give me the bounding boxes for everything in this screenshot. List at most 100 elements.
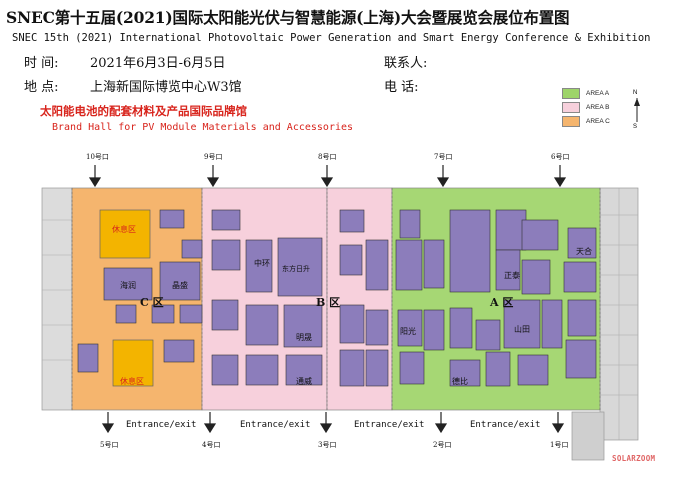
booth-name: 阳光 xyxy=(400,327,416,336)
booth[interactable] xyxy=(277,237,323,297)
venue-label: 地 点: xyxy=(24,80,59,95)
booth[interactable] xyxy=(115,304,137,324)
legend-swatch-b xyxy=(562,101,580,113)
booth[interactable] xyxy=(521,219,559,251)
booth[interactable] xyxy=(449,209,491,293)
page-subtitle: SNEC 15th (2021) International Photovolt… xyxy=(12,32,651,44)
booth[interactable] xyxy=(163,339,195,363)
hall-title-en: Brand Hall for PV Module Materials and A… xyxy=(52,122,354,133)
booth[interactable] xyxy=(495,249,521,291)
booth[interactable] xyxy=(285,354,323,386)
booth[interactable] xyxy=(495,209,527,251)
gate-label-bottom: 3号口 xyxy=(318,441,337,449)
gate-label-top: 9号口 xyxy=(204,153,223,161)
booth-name: 东方日升 xyxy=(282,265,310,273)
booth[interactable] xyxy=(151,304,175,324)
area-a-label: A 区 xyxy=(490,296,514,309)
compass-north: N xyxy=(633,90,638,96)
booth[interactable] xyxy=(211,209,241,231)
rest-area-top-label: 休息区 xyxy=(112,225,136,234)
legend-area-a: AREA A xyxy=(562,86,610,100)
booth[interactable] xyxy=(77,343,99,373)
booth[interactable] xyxy=(245,354,279,386)
gate-label-top: 7号口 xyxy=(434,153,453,161)
gate-label-top: 10号口 xyxy=(86,153,109,161)
gate-label-bottom: 2号口 xyxy=(433,441,452,449)
time-value: 2021年6月3日-6月5日 xyxy=(90,56,226,71)
booth[interactable] xyxy=(211,239,241,271)
booth[interactable] xyxy=(283,304,323,348)
venue-value: 上海新国际博览中心W3馆 xyxy=(90,80,242,95)
booth-name: 德比 xyxy=(452,377,468,386)
booth[interactable] xyxy=(517,354,549,386)
booth[interactable] xyxy=(399,351,425,385)
legend: AREA A AREA B AREA C xyxy=(562,86,610,128)
entrance-label: Entrance/exit xyxy=(126,420,197,430)
booth[interactable] xyxy=(365,239,389,291)
booth[interactable] xyxy=(423,309,445,351)
time-label: 时 间: xyxy=(24,56,59,71)
booth[interactable] xyxy=(365,349,389,387)
booth[interactable] xyxy=(449,307,473,349)
booth[interactable] xyxy=(339,209,365,233)
phone-label: 电 话: xyxy=(384,80,419,95)
rest-area-top xyxy=(99,209,151,259)
booth[interactable] xyxy=(395,239,423,291)
booth[interactable] xyxy=(245,304,279,346)
booth[interactable] xyxy=(423,239,445,289)
booth[interactable] xyxy=(503,299,541,349)
gate-label-top: 8号口 xyxy=(318,153,337,161)
hall-title-cn: 太阳能电池的配套材料及产品国际品牌馆 xyxy=(40,104,247,118)
booth[interactable] xyxy=(565,339,597,379)
booth[interactable] xyxy=(339,244,363,276)
booth[interactable] xyxy=(567,227,597,259)
contact-label: 联系人: xyxy=(384,56,428,71)
booth[interactable] xyxy=(449,359,481,387)
annex-left xyxy=(41,187,73,411)
booth[interactable] xyxy=(541,299,563,349)
rest-area-bottom xyxy=(112,339,154,387)
booth[interactable] xyxy=(563,261,597,293)
annex-bottom-right xyxy=(571,411,605,461)
legend-label-b: AREA B xyxy=(586,103,610,111)
booth[interactable] xyxy=(339,349,365,387)
compass-arrow-icon xyxy=(634,98,640,122)
entrance-label: Entrance/exit xyxy=(470,420,541,430)
page-title: SNEC第十五届(2021)国际太阳能光伏与智慧能源(上海)大会暨展览会展位布置… xyxy=(6,8,570,27)
booth-name: 正泰 xyxy=(504,271,520,280)
booth-name: 晶盛 xyxy=(172,281,188,290)
booth-name: 通威 xyxy=(296,377,312,386)
booth[interactable] xyxy=(485,351,511,387)
booth[interactable] xyxy=(179,304,203,324)
rest-area-bottom-label: 休息区 xyxy=(120,377,144,386)
booth[interactable] xyxy=(521,259,551,295)
booth[interactable] xyxy=(475,319,501,351)
booth[interactable] xyxy=(399,209,421,239)
booth[interactable] xyxy=(245,239,273,293)
booth-name: 海润 xyxy=(120,281,136,290)
booth[interactable] xyxy=(211,299,239,331)
booth[interactable] xyxy=(365,309,389,346)
booth-name: 明晟 xyxy=(296,333,312,342)
booth[interactable] xyxy=(567,299,597,337)
legend-swatch-c xyxy=(562,115,580,127)
gate-label-top: 6号口 xyxy=(551,153,570,161)
gate-label-bottom: 1号口 xyxy=(550,441,569,449)
entrance-label: Entrance/exit xyxy=(240,420,311,430)
booth[interactable] xyxy=(339,304,365,344)
booth[interactable] xyxy=(397,309,423,347)
booth[interactable] xyxy=(159,209,185,229)
booth-name: 中环 xyxy=(254,259,270,268)
area-c-label: C 区 xyxy=(140,296,164,309)
compass: N S xyxy=(630,90,644,130)
booth[interactable] xyxy=(211,354,239,386)
booth[interactable] xyxy=(103,267,153,301)
booth-name: 天合 xyxy=(576,247,592,256)
gate-arrow-icons-top xyxy=(88,165,567,188)
watermark: SOLARZOOM xyxy=(612,454,656,463)
gate-arrow-icons-bottom xyxy=(101,412,565,434)
hall-grid xyxy=(71,188,601,410)
booth[interactable] xyxy=(181,239,203,259)
booth[interactable] xyxy=(159,261,201,301)
